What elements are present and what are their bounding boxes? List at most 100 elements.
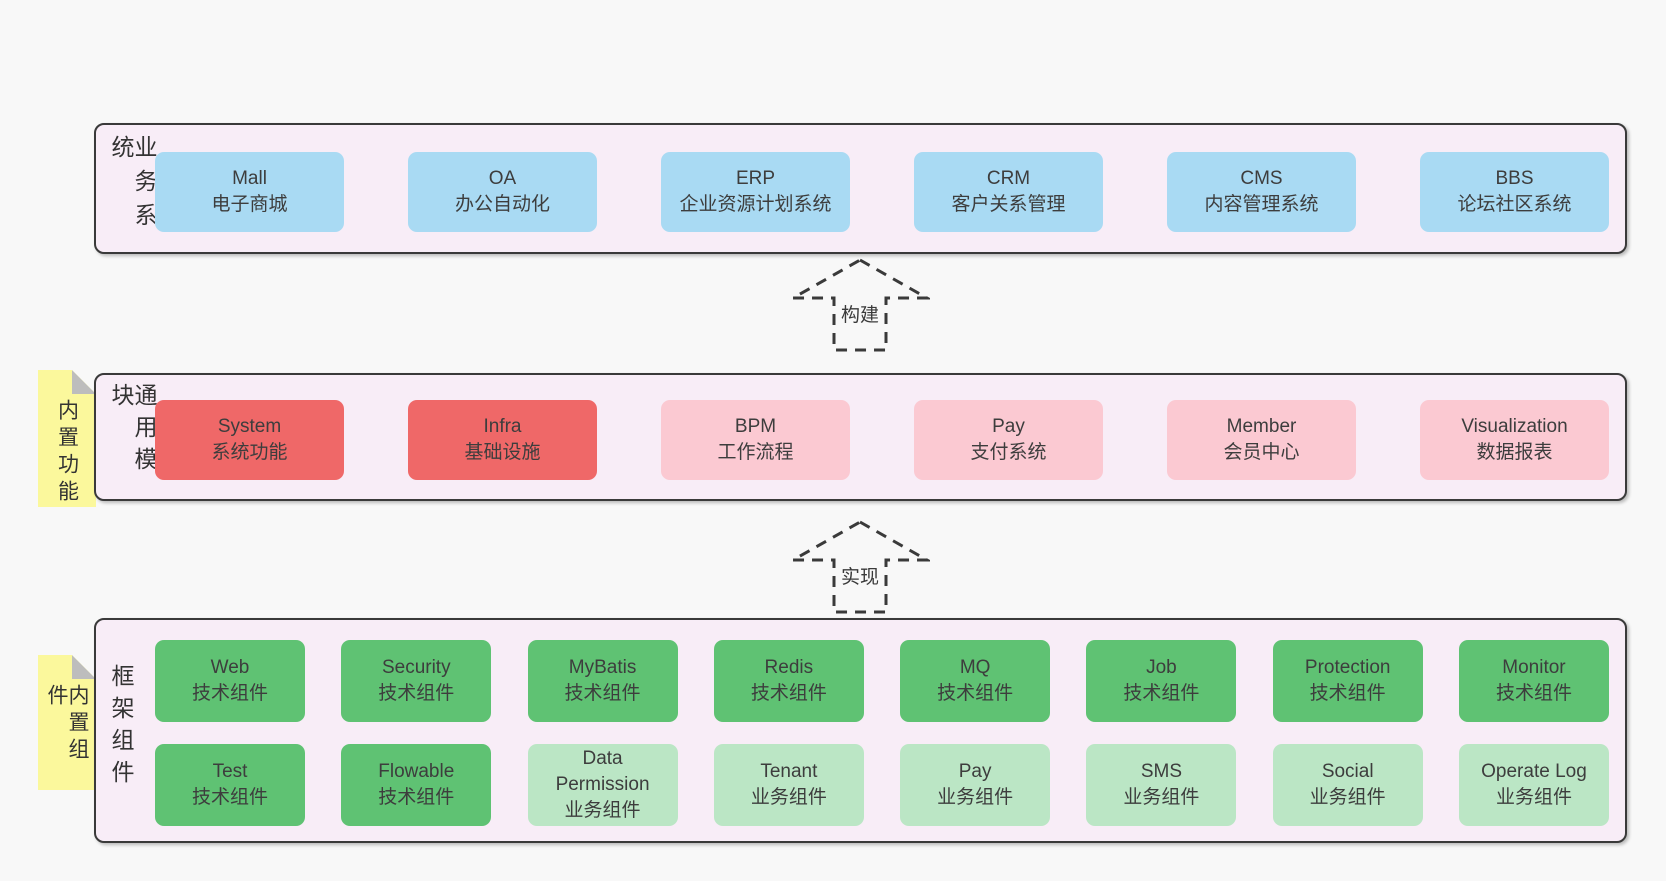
note-built-in-components: 内置组件: [38, 655, 96, 790]
box-title: Pay: [992, 416, 1025, 437]
box-title: ERP: [735, 168, 776, 189]
box-subtitle: 业务组件: [1309, 787, 1386, 808]
box-security: Security 技术组件: [341, 640, 492, 722]
note-label: 内置功能: [55, 399, 79, 507]
note-fold-corner-icon: [72, 370, 96, 394]
box-title: BBS: [1495, 168, 1534, 189]
note-built-in-features: 内置功能: [38, 370, 96, 507]
box-infra: Infra 基础设施: [408, 400, 597, 480]
box-web: Web 技术组件: [155, 640, 305, 722]
box-sms: SMS 业务组件: [1086, 744, 1237, 826]
box-monitor: Monitor 技术组件: [1458, 640, 1609, 722]
band-common-modules: 通用模块 System 系统功能 Infra 基础设施 BPM 工作流程 Pay…: [94, 373, 1627, 501]
box-subtitle: 办公自动化: [454, 194, 550, 215]
up-block-arrow-icon: [787, 520, 933, 614]
box-title: Monitor: [1502, 657, 1566, 678]
box-title: Infra: [483, 416, 522, 437]
box-cms: CMS 内容管理系统: [1167, 152, 1356, 232]
box-title: MyBatis: [568, 657, 637, 678]
box-title: Mall: [232, 168, 267, 189]
box-crm: CRM 客户关系管理: [914, 152, 1103, 232]
box-subtitle: 工作流程: [717, 442, 794, 463]
box-system: System 系统功能: [155, 400, 344, 480]
box-subtitle: 技术组件: [750, 683, 827, 704]
arrow-implement: 实现: [787, 519, 933, 615]
box-title: Social: [1321, 761, 1374, 782]
box-pay-module: Pay 支付系统: [914, 400, 1103, 480]
band-business-systems: 业务系统 Mall 电子商城 OA 办公自动化 ERP 企业资源计划系统 CRM…: [94, 123, 1627, 254]
box-title: Operate Log: [1481, 761, 1587, 782]
box-subtitle: 技术组件: [191, 683, 268, 704]
box-subtitle: 技术组件: [1495, 683, 1572, 704]
box-subtitle: 客户关系管理: [951, 194, 1066, 215]
arrow-build-label: 构建: [836, 299, 884, 328]
box-subtitle: 内容管理系统: [1204, 194, 1319, 215]
box-title: Data Permission: [555, 748, 650, 795]
box-redis: Redis 技术组件: [713, 640, 864, 722]
box-title: Tenant: [760, 761, 818, 782]
box-social: Social 业务组件: [1272, 744, 1423, 826]
box-subtitle: 数据报表: [1476, 442, 1553, 463]
box-mybatis: MyBatis 技术组件: [527, 640, 678, 722]
up-block-arrow-icon: [787, 258, 933, 352]
box-subtitle: 技术组件: [937, 683, 1014, 704]
box-title: System: [217, 416, 282, 437]
arrow-build: 构建: [787, 257, 933, 353]
box-title: CMS: [1240, 168, 1283, 189]
box-title: Web: [210, 657, 250, 678]
box-oa: OA 办公自动化: [408, 152, 597, 232]
box-title: Job: [1146, 657, 1177, 678]
box-subtitle: 技术组件: [378, 683, 455, 704]
box-title: BPM: [734, 416, 777, 437]
box-subtitle: 业务组件: [1495, 787, 1572, 808]
box-erp: ERP 企业资源计划系统: [661, 152, 850, 232]
box-subtitle: 技术组件: [191, 787, 268, 808]
box-subtitle: 支付系统: [970, 442, 1047, 463]
box-member: Member 会员中心: [1167, 400, 1356, 480]
box-subtitle: 会员中心: [1223, 442, 1300, 463]
box-tenant: Tenant 业务组件: [713, 744, 864, 826]
box-subtitle: 电子商城: [211, 194, 288, 215]
box-data-permission: Data Permission 业务组件: [527, 744, 678, 826]
note-fold-corner-icon: [72, 655, 96, 679]
box-subtitle: 业务组件: [750, 787, 827, 808]
box-title: CRM: [986, 168, 1031, 189]
business-box-row: Mall 电子商城 OA 办公自动化 ERP 企业资源计划系统 CRM 客户关系…: [155, 152, 1609, 232]
box-title: Test: [212, 761, 248, 782]
box-subtitle: 技术组件: [1123, 683, 1200, 704]
box-subtitle: 业务组件: [564, 800, 641, 821]
box-visualization: Visualization 数据报表: [1420, 400, 1609, 480]
box-title: Pay: [958, 761, 992, 782]
box-subtitle: 技术组件: [378, 787, 455, 808]
band-business-side-label: 业务系统: [108, 135, 157, 237]
box-mall: Mall 电子商城: [155, 152, 344, 232]
box-mq: MQ 技术组件: [900, 640, 1051, 722]
framework-box-row-1: Web 技术组件 Security 技术组件 MyBatis 技术组件 Redi…: [155, 640, 1609, 722]
box-subtitle: 技术组件: [1309, 683, 1386, 704]
box-subtitle: 业务组件: [937, 787, 1014, 808]
box-subtitle: 企业资源计划系统: [679, 194, 832, 215]
box-title: SMS: [1140, 761, 1182, 782]
box-job: Job 技术组件: [1086, 640, 1237, 722]
box-protection: Protection 技术组件: [1272, 640, 1423, 722]
box-title: Member: [1226, 416, 1297, 437]
box-subtitle: 论坛社区系统: [1457, 194, 1572, 215]
box-subtitle: 系统功能: [211, 442, 288, 463]
box-pay-component: Pay 业务组件: [900, 744, 1051, 826]
band-framework-side-label: 框架组件: [108, 664, 134, 792]
band-modules-side-label: 通用模块: [108, 383, 157, 479]
box-flowable: Flowable 技术组件: [341, 744, 492, 826]
box-subtitle: 业务组件: [1123, 787, 1200, 808]
box-title: Visualization: [1461, 416, 1568, 437]
box-title: Flowable: [378, 761, 455, 782]
box-title: OA: [488, 168, 517, 189]
box-title: MQ: [959, 657, 991, 678]
box-title: Protection: [1304, 657, 1391, 678]
box-subtitle: 技术组件: [564, 683, 641, 704]
box-title: Security: [381, 657, 451, 678]
arrow-implement-label: 实现: [836, 561, 884, 590]
box-bpm: BPM 工作流程: [661, 400, 850, 480]
box-bbs: BBS 论坛社区系统: [1420, 152, 1609, 232]
box-subtitle: 基础设施: [464, 442, 541, 463]
note-label: 内置组件: [45, 684, 89, 765]
